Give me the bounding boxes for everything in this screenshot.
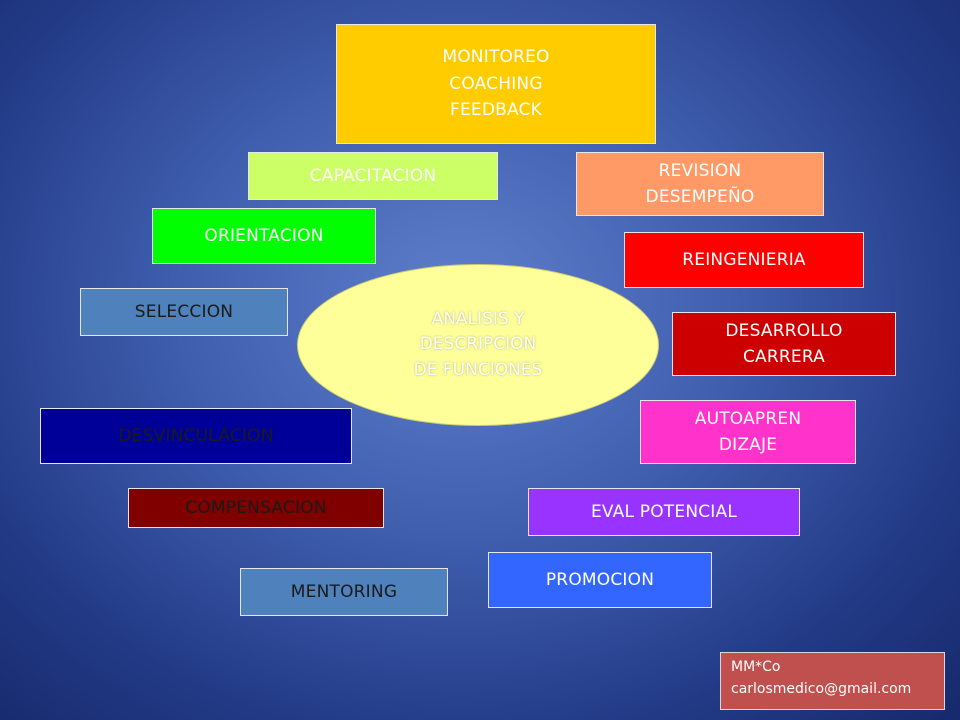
box-promocion: PROMOCION [488,552,712,608]
box-line: REINGENIERIA [682,249,806,270]
box-line: ORIENTACION [204,225,324,246]
box-autoaprendizaje: AUTOAPREN DIZAJE [640,400,856,464]
box-capacitacion: CAPACITACION [248,152,498,200]
box-line: EVAL POTENCIAL [590,501,738,522]
box-line: SELECCION [134,301,234,322]
credit-line-1: MM*Co [731,659,781,675]
center-line-2: DESCRIPCION [419,334,537,355]
box-line: AUTOAPREN [694,408,802,429]
box-line: PROMOCION [545,569,655,590]
credit-email: carlosmedico@gmail.com [731,680,912,697]
box-line: CARRERA [742,347,826,367]
box-eval-potencial: EVAL POTENCIAL [528,488,800,536]
box-line: COMPENSACION [185,497,327,518]
box-line: MENTORING [290,581,398,602]
box-reingenieria: REINGENIERIA [624,232,864,288]
box-line: REVISION [658,160,742,181]
box-line: FEEDBACK [450,100,542,121]
box-mentoring: MENTORING [240,568,448,616]
box-line: COACHING [449,73,543,94]
center-ellipse: ANALISIS Y DESCRIPCION DE FUNCIONES [297,264,659,426]
box-line: CAPACITACION [309,165,437,186]
credit-box: MM*Co carlosmedico@gmail.com [720,652,945,710]
box-line: DIZAJE [718,435,778,455]
box-compensacion: COMPENSACION [128,488,384,528]
box-orientacion: ORIENTACION [152,208,376,264]
box-desarrollo-carrera: DESARROLLO CARRERA [672,312,896,376]
center-line-3: DE FUNCIONES [413,359,543,380]
center-line-1: ANALISIS Y [431,308,525,329]
box-line: DESVINCULACION [118,425,274,446]
box-desvinculacion: DESVINCULACION [40,408,352,464]
box-line: DESEMPEÑO [645,187,755,207]
box-seleccion: SELECCION [80,288,288,336]
box-line: MONITOREO [442,47,550,68]
box-revision-desempeno: REVISION DESEMPEÑO [576,152,824,216]
box-monitoreo-coaching-feedback: MONITOREO COACHING FEEDBACK [336,24,656,144]
box-line: DESARROLLO [725,320,843,341]
